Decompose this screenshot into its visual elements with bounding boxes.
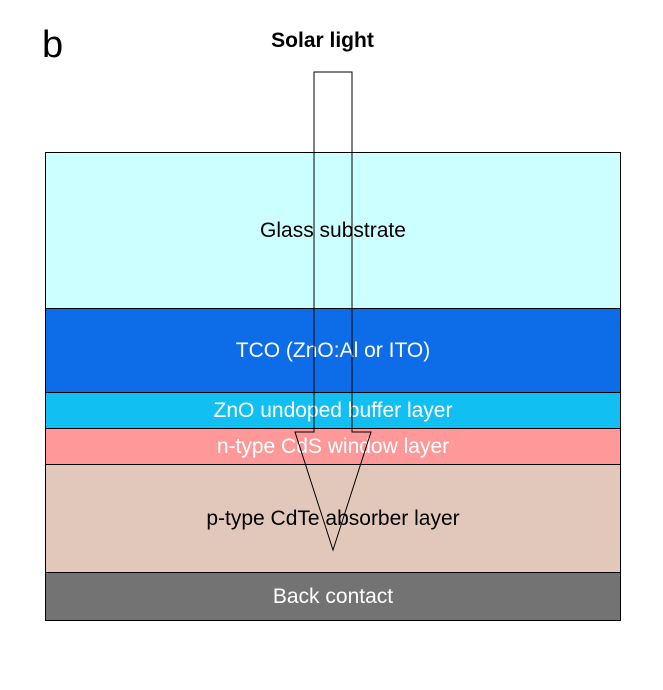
panel-label: b	[42, 24, 64, 66]
layer-cds-window: n-type CdS window layer	[45, 429, 621, 465]
layer-tco: TCO (ZnO:Al or ITO)	[45, 309, 621, 393]
layer-zno-buffer: ZnO undoped buffer layer	[45, 393, 621, 429]
layer-back-contact: Back contact	[45, 573, 621, 621]
layer-glass-substrate: Glass substrate	[45, 152, 621, 309]
layer-cdte-absorber: p-type CdTe absorber layer	[45, 465, 621, 573]
layer-label: Glass substrate	[260, 218, 406, 242]
layer-label: Back contact	[272, 584, 394, 608]
layer-stack: Glass substrate TCO (ZnO:Al or ITO) ZnO …	[45, 152, 621, 621]
layer-label: TCO (ZnO:Al or ITO)	[235, 338, 431, 362]
layer-label: p-type CdTe absorber layer	[206, 506, 460, 530]
layer-label: n-type CdS window layer	[216, 434, 450, 458]
layer-label: ZnO undoped buffer layer	[213, 398, 453, 422]
diagram-title: Solar light	[271, 29, 374, 52]
